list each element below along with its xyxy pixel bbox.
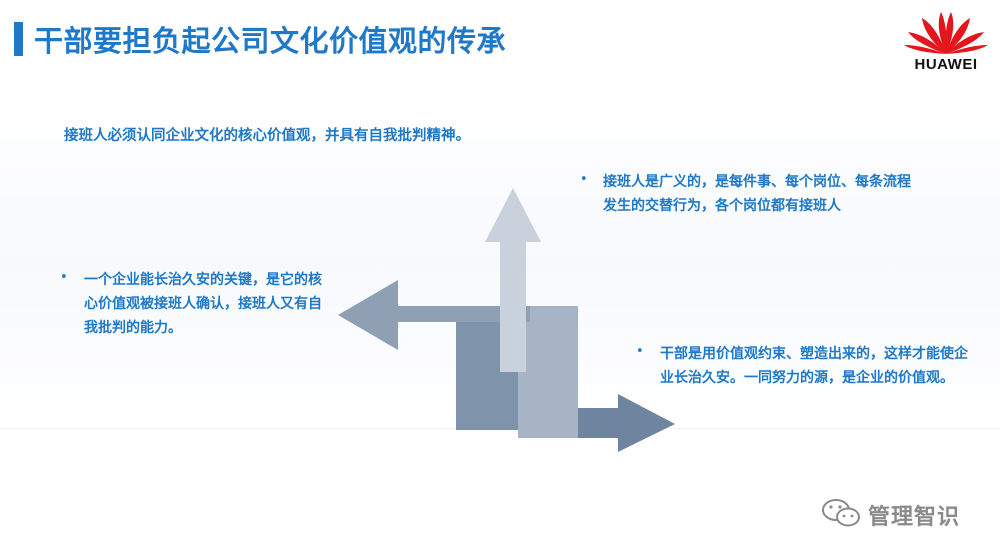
point-top: 接班人是广义的，是每件事、每个岗位、每条流程发生的交替行为，各个岗位都有接班人 bbox=[603, 174, 911, 214]
huawei-petals-icon bbox=[904, 12, 988, 54]
bullet-right: • bbox=[636, 344, 644, 359]
arrows-diagram bbox=[338, 188, 675, 452]
point-right: 干部是用价值观约束、塑造出来的，这样才能使企业长治久安。一同努力的源，是企业的价… bbox=[660, 346, 968, 386]
watermark-text: 管理智识 bbox=[868, 505, 961, 530]
light-block bbox=[518, 306, 578, 438]
watermark: 管理智识 bbox=[820, 495, 990, 535]
point-left: 一个企业能长治久安的关键，是它的核心价值观被接班人确认，接班人又有自我批判的能力… bbox=[84, 272, 322, 336]
logo-text: HUAWEI bbox=[914, 56, 978, 73]
up-arrow bbox=[485, 188, 541, 372]
huawei-logo: HUAWEI bbox=[900, 6, 992, 76]
headline: 接班人必须认同企业文化的核心价值观，并具有自我批判精神。 bbox=[64, 128, 470, 144]
left-arrow bbox=[338, 280, 530, 350]
bullet-left: • bbox=[60, 270, 68, 285]
bullet-top: • bbox=[580, 172, 588, 187]
title-accent-bar bbox=[14, 22, 23, 56]
slide-title: 干部要担负起公司文化价值观的传承 bbox=[34, 24, 507, 58]
wechat-icon bbox=[822, 499, 860, 527]
